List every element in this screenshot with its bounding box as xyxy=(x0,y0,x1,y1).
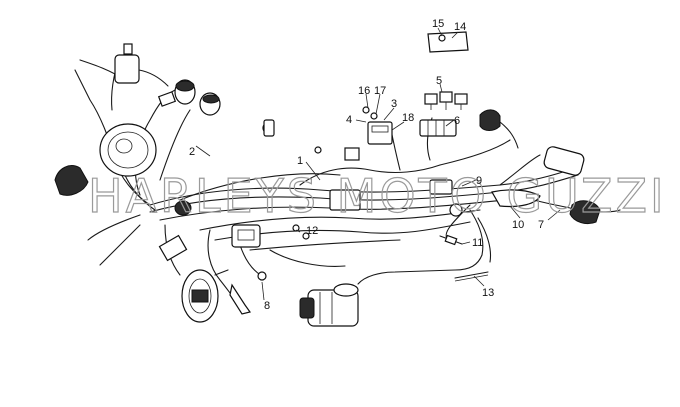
callout-8: 8 xyxy=(264,300,270,312)
regulator-plate xyxy=(429,179,541,217)
callout-1: 1 xyxy=(297,155,303,167)
callout-3: 3 xyxy=(391,98,397,110)
center-switch-cluster xyxy=(231,147,361,248)
rear-light xyxy=(479,109,585,176)
fasteners xyxy=(257,119,322,281)
callout-15: 15 xyxy=(432,18,444,30)
main-harness xyxy=(149,139,579,285)
relay-group xyxy=(424,91,468,110)
horn xyxy=(181,269,229,323)
callout-9: 9 xyxy=(476,175,482,187)
watermark-text: HARLEYS MOTO GUZZI © xyxy=(88,169,680,223)
rear-turn-indicator xyxy=(569,200,601,225)
callout-13: 13 xyxy=(482,287,494,299)
cable-tie-13 xyxy=(454,271,489,282)
leader-lines xyxy=(195,27,561,301)
callout-14: 14 xyxy=(454,21,466,33)
starter-motor xyxy=(299,283,359,327)
front-turn-indicator xyxy=(54,165,89,196)
left-relay xyxy=(158,200,192,262)
handlebar-switch xyxy=(114,43,169,87)
plate-bracket xyxy=(427,31,469,53)
callout-6: 6 xyxy=(454,115,460,127)
connector-block xyxy=(362,106,393,145)
bracket xyxy=(229,283,252,315)
cable-11 xyxy=(439,234,463,246)
callout-10: 10 xyxy=(512,219,524,231)
callout-17: 17 xyxy=(374,85,386,97)
fuse-box xyxy=(419,119,457,137)
callout-7: 7 xyxy=(538,219,544,231)
callout-4: 4 xyxy=(346,114,352,126)
callout-5: 5 xyxy=(436,75,442,87)
callout-11: 11 xyxy=(472,237,483,249)
callout-16: 16 xyxy=(358,85,370,97)
callout-12: 12 xyxy=(306,225,318,237)
callout-18: 18 xyxy=(402,112,414,124)
instrument-gauges xyxy=(157,79,221,116)
headlight xyxy=(99,123,157,177)
callout-2: 2 xyxy=(189,146,195,158)
callout-numbers: 1 2 3 4 5 6 7 8 9 10 11 12 13 14 15 16 1… xyxy=(189,18,544,312)
